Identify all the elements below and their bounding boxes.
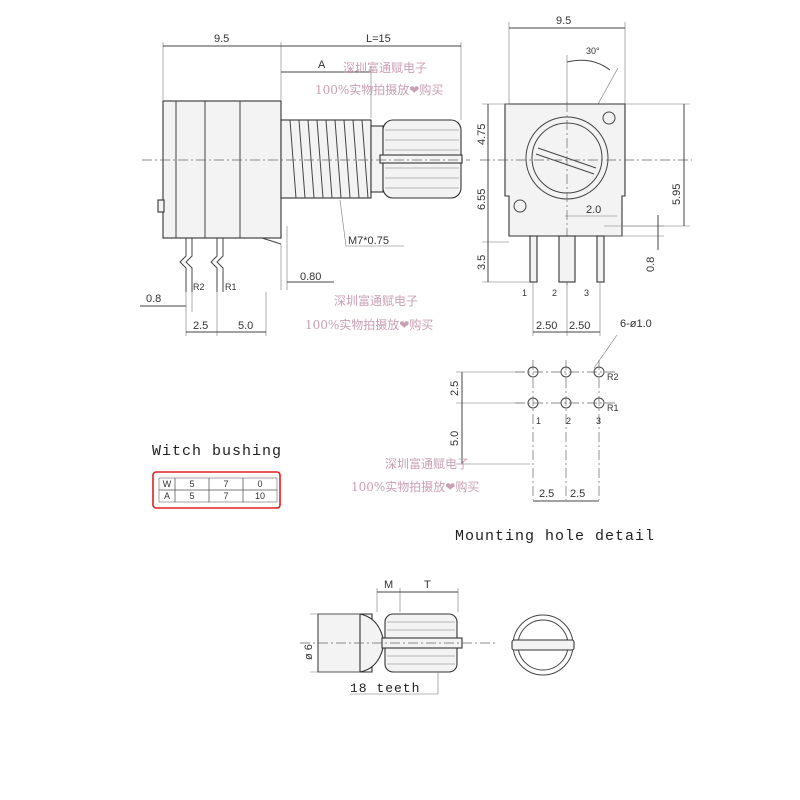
label-hole-2: 2 — [566, 416, 571, 426]
front-view: 9.5 30° 4.75 6.55 5.95 2.0 — [476, 15, 692, 336]
dim-left-width: 9.5 — [214, 33, 229, 45]
table-cell: 5 — [189, 491, 194, 501]
dim-08-right: 0.8 — [645, 257, 657, 272]
watermark-3-line2: 100%实物拍摄放❤购买 — [351, 479, 479, 494]
dim-20: 2.0 — [586, 204, 601, 216]
dim-080: 0.80 — [300, 271, 321, 283]
dim-655: 6.55 — [476, 189, 488, 210]
dim-hole-25b: 2.5 — [570, 488, 585, 500]
bushing-title: Witch bushing — [152, 443, 282, 460]
dim-t: T — [424, 579, 431, 591]
label-pin-1: 1 — [522, 288, 527, 298]
dim-50-side: 5.0 — [238, 320, 253, 332]
dim-250-a: 2.50 — [536, 320, 557, 332]
side-view: 9.5 L=15 A R2 R1 — [140, 33, 470, 336]
table-cell: 7 — [223, 491, 228, 501]
dim-595: 5.95 — [671, 184, 683, 205]
label-r1-side: R1 — [225, 282, 237, 292]
label-r2-side: R2 — [193, 282, 205, 292]
table-cell: 10 — [255, 491, 265, 501]
dim-35: 3.5 — [476, 255, 488, 270]
watermark-2-line2: 100%实物拍摄放❤购买 — [305, 317, 433, 332]
dim-a: A — [318, 59, 326, 71]
dim-d6: ø 6 — [303, 644, 315, 660]
label-pin-2: 2 — [552, 288, 557, 298]
dim-angle: 30° — [586, 46, 600, 56]
table-cell: A — [164, 491, 170, 501]
dim-250-b: 2.50 — [569, 320, 590, 332]
dim-475: 4.75 — [476, 124, 488, 145]
bushing-section: Witch bushing W 5 7 0A 5 7 10 — [152, 443, 282, 509]
table-cell: 5 — [189, 479, 194, 489]
label-hole-3: 3 — [596, 416, 601, 426]
label-hole-r1: R1 — [607, 403, 619, 413]
watermark-1-line1: 深圳富通赋电子 — [343, 60, 427, 75]
dim-length: L=15 — [366, 33, 391, 45]
mounting-hole-detail: 6-ø1.0 R2 R1 1 2 3 2.5 5.0 2.5 2. — [449, 318, 655, 545]
table-cell-border — [242, 489, 278, 503]
label-hole-1: 1 — [536, 416, 541, 426]
shaft-detail: M T ø 6 18 teeth — [300, 579, 575, 696]
watermark-3-line1: 深圳富通赋电子 — [385, 456, 469, 471]
watermark-1-line2: 100%实物拍摄放❤购买 — [315, 82, 443, 97]
dim-hole-25v: 2.5 — [449, 381, 461, 396]
table-cell: 0 — [257, 479, 262, 489]
dim-right-width: 9.5 — [556, 15, 571, 27]
dim-25-side: 2.5 — [193, 320, 208, 332]
mounting-hole-title: Mounting hole detail — [455, 528, 655, 545]
bushing-table-frame — [152, 471, 281, 509]
dim-m: M — [384, 579, 393, 591]
table-cell: 7 — [223, 479, 228, 489]
label-pin-3: 3 — [584, 288, 589, 298]
label-teeth: 18 teeth — [350, 681, 420, 696]
table-cell: W — [163, 479, 172, 489]
dim-08-left: 0.8 — [146, 293, 161, 305]
bushing-table: W 5 7 0A 5 7 10 — [158, 477, 278, 503]
dim-hole-25a: 2.5 — [539, 488, 554, 500]
label-hole-r2: R2 — [607, 372, 619, 382]
dim-hole-50v: 5.0 — [449, 431, 461, 446]
hole-grid — [515, 360, 615, 500]
dim-thread: M7*0.75 — [348, 235, 389, 247]
watermark-2-line1: 深圳富通赋电子 — [334, 293, 418, 308]
thread-lines — [289, 119, 369, 199]
dim-holes: 6-ø1.0 — [620, 318, 652, 330]
watermarks: 深圳富通赋电子 100%实物拍摄放❤购买 深圳富通赋电子 100%实物拍摄放❤购… — [305, 60, 479, 494]
